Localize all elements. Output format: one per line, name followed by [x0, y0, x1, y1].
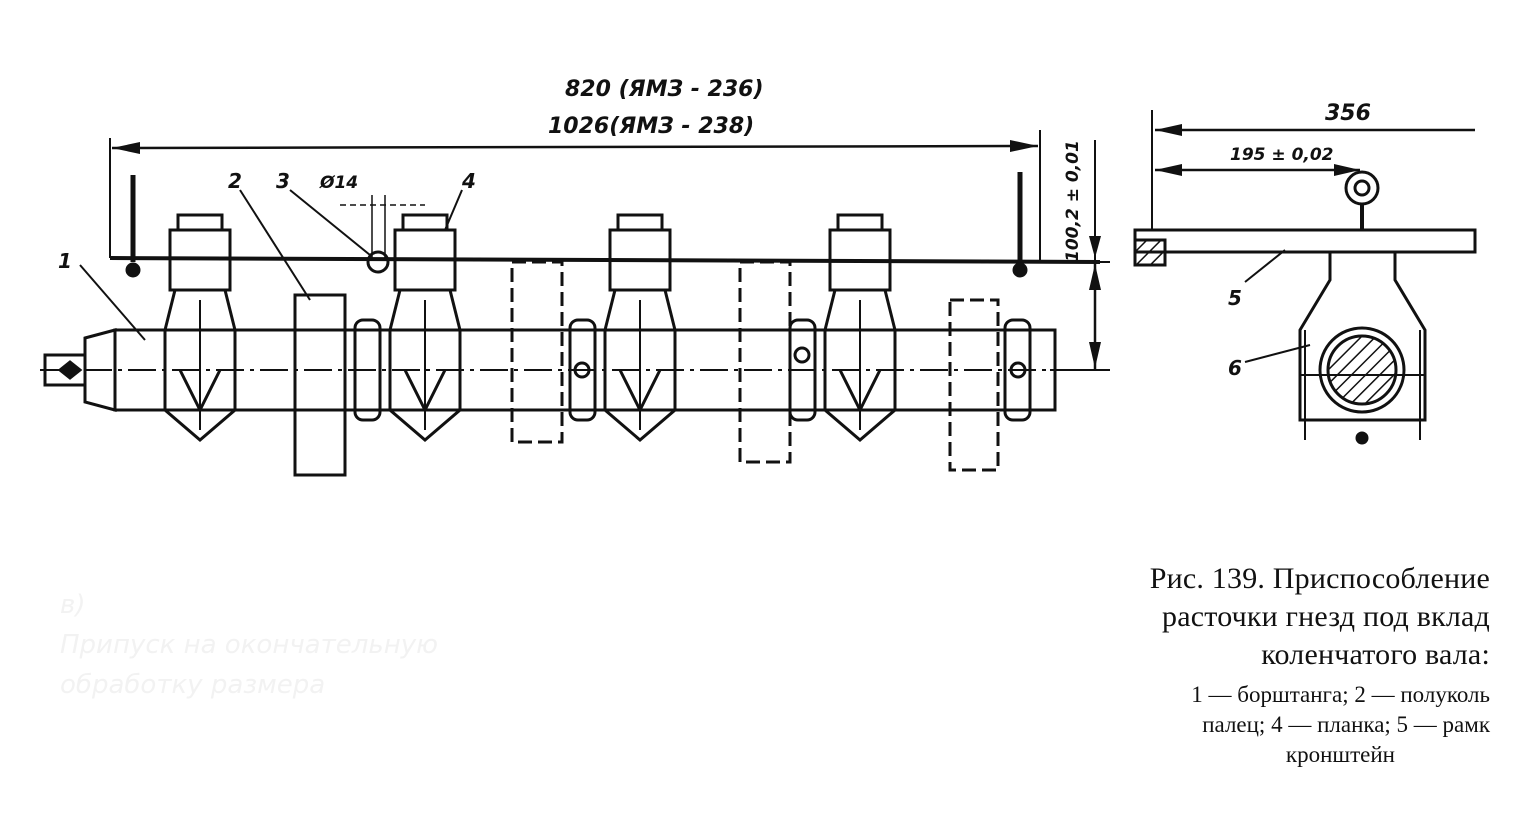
dimension-line-overall: [111, 144, 1039, 150]
dimension-height: 100,2 ± 0,01: [1063, 140, 1083, 262]
caption-title-line: расточки гнезд под вклад: [1162, 600, 1490, 633]
callout-6: 6: [1228, 356, 1242, 380]
caption-title-line: Рис. 139. Приспособление: [1149, 562, 1490, 595]
callout-3: 3: [276, 169, 290, 193]
cutter-holder-2: [388, 213, 462, 442]
dimension-overall-238: 1026(ЯМЗ - 238): [548, 114, 754, 139]
frame-rail: [109, 256, 1101, 264]
caption-legend-line: 1 — борштанга; 2 — полуколь: [1191, 682, 1490, 707]
dimension-overall-236: 820 (ЯМЗ - 236): [565, 77, 764, 102]
dimension-pin-diameter: Ø14: [319, 173, 358, 193]
dimension-right-overall: 356: [1325, 101, 1371, 126]
figure-caption: Рис. 139. Приспособление расточки гнезд …: [1020, 560, 1490, 770]
callout-4: 4: [461, 169, 476, 193]
ghost-line: в): [60, 590, 86, 620]
callout-2: 2: [228, 169, 242, 193]
cutter-holder-3: [603, 213, 677, 442]
dimension-right-partial: 195 ± 0,02: [1230, 145, 1334, 165]
caption-legend-line: палец; 4 — планка; 5 — рамк: [1202, 712, 1490, 737]
caption-legend-line: кронштейн: [1285, 742, 1395, 767]
cutter-holder-1: [163, 213, 237, 442]
ghost-line: обработку размера: [60, 670, 326, 700]
cutter-holder-4: [823, 213, 897, 442]
frame-cross-section: [1133, 110, 1477, 445]
boring-bar-assembly: [40, 130, 1110, 477]
callout-5: 5: [1228, 286, 1242, 310]
callout-1: 1: [58, 249, 72, 273]
ghost-line: Припуск на окончательную: [60, 630, 438, 660]
caption-title-line: коленчатого вала:: [1261, 638, 1490, 671]
caption-legend: 1 — борштанга; 2 — полуколь палец; 4 — п…: [1020, 680, 1490, 770]
bleed-through-text: в) Припуск на окончательную обработку ра…: [60, 585, 540, 705]
caption-title: Рис. 139. Приспособление расточки гнезд …: [1020, 560, 1490, 674]
